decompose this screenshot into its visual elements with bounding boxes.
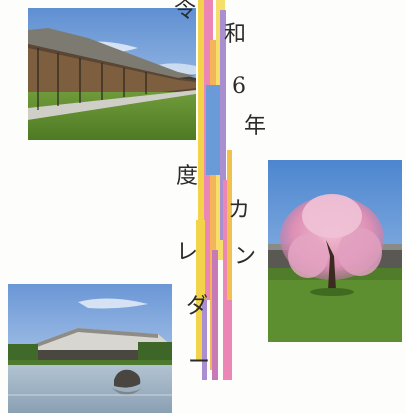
title-char-4: 年 — [243, 114, 266, 139]
title-char-7: ン — [233, 244, 256, 269]
title-char-3: 6 — [232, 74, 246, 99]
cherry-tree-photo — [268, 160, 402, 342]
title-char-6: カ — [227, 198, 250, 223]
color-ribbons — [190, 0, 240, 390]
title-char-1: 令 — [173, 0, 196, 23]
title-char-10: ダ — [185, 294, 208, 319]
title-char-8: レ — [175, 240, 198, 265]
title-char-2: 和 — [223, 22, 246, 47]
museum-lawn-photo — [28, 8, 196, 140]
title-char-11: ー — [187, 350, 210, 375]
title-char-5: 度 — [175, 164, 198, 189]
museum-pond-photo — [8, 284, 172, 413]
